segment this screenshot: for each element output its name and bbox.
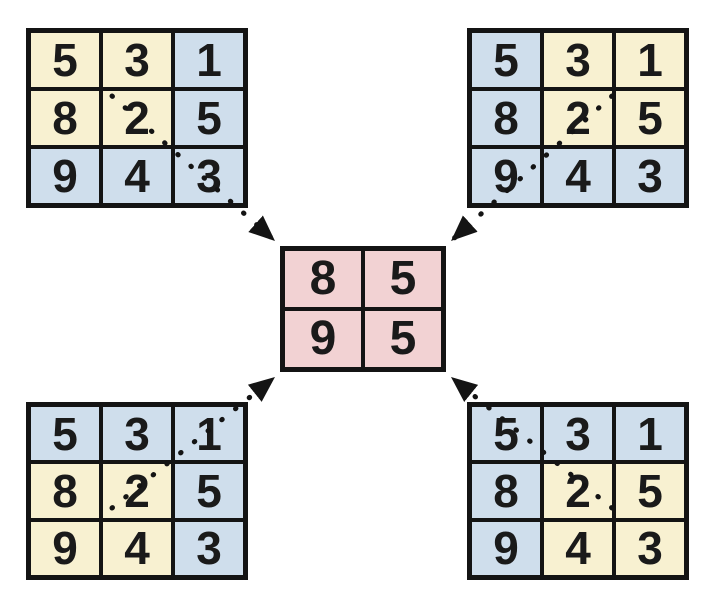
grid-cell: 3 (103, 407, 171, 461)
grid-cell: 9 (472, 521, 540, 575)
grid-cell: 5 (472, 33, 540, 87)
grid-cell: 9 (31, 149, 99, 203)
grid-cell: 5 (616, 91, 684, 145)
grid-cell: 5 (365, 251, 441, 307)
grid-cell: 3 (175, 521, 243, 575)
grid-cell: 3 (544, 407, 612, 461)
grid-cell: 8 (285, 251, 361, 307)
grid-cell: 2 (544, 464, 612, 518)
grid-cell: 5 (365, 311, 441, 367)
grid-cell: 5 (616, 464, 684, 518)
grid-cell: 9 (472, 149, 540, 203)
grid-cell: 2 (544, 91, 612, 145)
grid-cell: 5 (175, 91, 243, 145)
grid-cell: 3 (616, 149, 684, 203)
grid-cell: 4 (103, 521, 171, 575)
grid-cell: 1 (616, 33, 684, 87)
grid-cell: 1 (175, 33, 243, 87)
grid-cell: 8 (31, 91, 99, 145)
grid-cell: 5 (472, 407, 540, 461)
grid-cell: 9 (285, 311, 361, 367)
grid-cell: 5 (31, 407, 99, 461)
grid-cell: 8 (472, 464, 540, 518)
grid-cell: 8 (31, 464, 99, 518)
grid-cell: 3 (616, 521, 684, 575)
grid-cell: 1 (175, 407, 243, 461)
grid-cell: 2 (103, 91, 171, 145)
grid-cell: 2 (103, 464, 171, 518)
grid-cell: 1 (616, 407, 684, 461)
grid-cell: 5 (175, 464, 243, 518)
grid-cell: 5 (31, 33, 99, 87)
grid-cell: 4 (103, 149, 171, 203)
grid-cell: 4 (544, 149, 612, 203)
grid-cell: 8 (472, 91, 540, 145)
grid-cell: 4 (544, 521, 612, 575)
grid-cell: 3 (175, 149, 243, 203)
grid-cell: 3 (544, 33, 612, 87)
grid-cell: 3 (103, 33, 171, 87)
grid-cell: 9 (31, 521, 99, 575)
